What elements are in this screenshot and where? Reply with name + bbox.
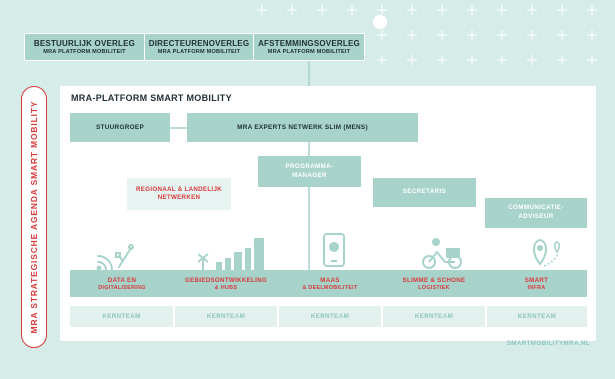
experts-netwerk-label: MRA EXPERTS NETWERK SLIM (MENS) bbox=[237, 124, 368, 131]
directeurenoverleg-subtitle: MRA PLATFORM MOBILITEIT bbox=[157, 49, 241, 55]
netwerken-label-line1: REGIONAAL & LANDELIJK bbox=[136, 185, 222, 193]
theme-maas: MAAS & DEELMOBILITEIT bbox=[278, 270, 382, 297]
theme-maas-line2: & DEELMOBILITEIT bbox=[302, 284, 358, 291]
secretaris-label: SECRETARIS bbox=[402, 188, 447, 196]
plus-decoration bbox=[257, 5, 267, 15]
theme-smart-infra: SMART INFRA bbox=[486, 270, 587, 297]
wifi-icon bbox=[96, 244, 134, 270]
plus-decoration bbox=[407, 5, 417, 15]
platform-title: MRA-PLATFORM SMART MOBILITY bbox=[71, 93, 232, 103]
decorative-dot bbox=[373, 15, 387, 29]
afstemmingsoverleg-title: AFSTEMMINGSOVERLEG bbox=[258, 39, 360, 48]
plus-decoration bbox=[437, 5, 447, 15]
theme-maas-line1: MAAS bbox=[320, 276, 340, 284]
theme-logistiek-line2: LOGISTIEK bbox=[418, 284, 450, 291]
theme-data-digitalisering: DATA EN DIGITALISERING bbox=[70, 270, 174, 297]
stuurgroep-box: STUURGROEP bbox=[70, 113, 170, 142]
plus-decoration bbox=[587, 5, 597, 15]
plus-decoration bbox=[347, 5, 357, 15]
kernteam-cell: KERNTEAM bbox=[487, 306, 587, 327]
phone-icon bbox=[323, 233, 345, 267]
kernteam-cell: KERNTEAM bbox=[279, 306, 381, 327]
theme-gebiedsontwikkeling: GEBIEDSONTWIKKELING & HUBS bbox=[174, 270, 278, 297]
plus-decoration bbox=[467, 5, 477, 15]
plus-decoration bbox=[497, 5, 507, 15]
plus-decoration bbox=[407, 30, 417, 40]
plus-decoration bbox=[287, 5, 297, 15]
theme-infra-line2: INFRA bbox=[527, 284, 546, 291]
theme-infra-line1: SMART bbox=[524, 276, 549, 284]
location-pin-icon bbox=[533, 238, 561, 267]
kernteam-cell: KERNTEAM bbox=[70, 306, 173, 327]
experts-netwerk-box: MRA EXPERTS NETWERK SLIM (MENS) bbox=[187, 113, 418, 142]
plus-decoration bbox=[527, 30, 537, 40]
directeurenoverleg-title: DIRECTEURENOVERLEG bbox=[148, 39, 250, 48]
plus-decoration bbox=[587, 30, 597, 40]
programmamanager-box: PROGRAMMA- MANAGER bbox=[258, 156, 361, 187]
plus-decoration bbox=[407, 55, 417, 65]
side-label-pill bbox=[21, 86, 47, 348]
afstemmingsoverleg-subtitle: MRA PLATFORM MOBILITEIT bbox=[267, 49, 351, 55]
theme-gebied-line2: & HUBS bbox=[214, 284, 238, 291]
bestuurlijk-overleg-box: BESTUURLIJK OVERLEG MRA PLATFORM MOBILIT… bbox=[24, 33, 145, 61]
netwerken-label-line2: NETWERKEN bbox=[157, 194, 201, 201]
bestuurlijk-overleg-subtitle: MRA PLATFORM MOBILITEIT bbox=[43, 49, 126, 55]
plus-decoration bbox=[377, 5, 387, 15]
plus-decoration bbox=[437, 30, 447, 40]
kernteam-label: KERNTEAM bbox=[206, 313, 246, 320]
theme-data-line2: DIGITALISERING bbox=[98, 284, 146, 291]
plus-decoration bbox=[377, 55, 387, 65]
footer-url[interactable]: SMARTMOBILITYMRA.NL bbox=[506, 340, 590, 347]
plus-decoration bbox=[557, 5, 567, 15]
theme-logistiek-line1: SLIMME & SCHONE bbox=[402, 276, 466, 284]
theme-logistiek: SLIMME & SCHONE LOGISTIEK bbox=[382, 270, 486, 297]
plus-decoration bbox=[587, 55, 597, 65]
afstemmingsoverleg-box: AFSTEMMINGSOVERLEG MRA PLATFORM MOBILITE… bbox=[253, 33, 365, 61]
plus-decoration bbox=[557, 55, 567, 65]
programmamanager-label-line2: MANAGER bbox=[292, 171, 327, 179]
plus-decoration bbox=[467, 30, 477, 40]
plus-decoration bbox=[497, 55, 507, 65]
kernteam-cell: KERNTEAM bbox=[175, 306, 277, 327]
theme-data-line1: DATA EN bbox=[107, 276, 137, 284]
plus-decoration bbox=[437, 55, 447, 65]
themes-bar bbox=[70, 270, 587, 297]
bestuurlijk-overleg-title: BESTUURLIJK OVERLEG bbox=[33, 39, 136, 48]
cargo-bike-icon bbox=[422, 238, 462, 269]
plus-decoration bbox=[377, 30, 387, 40]
plus-decoration bbox=[317, 5, 327, 15]
communicatie-label-line1: COMMUNICATIE- bbox=[508, 204, 564, 212]
secretaris-box: SECRETARIS bbox=[373, 178, 476, 207]
netwerken-box: REGIONAAL & LANDELIJK NETWERKEN bbox=[127, 178, 231, 210]
plus-decoration bbox=[497, 30, 507, 40]
kernteam-label: KERNTEAM bbox=[102, 313, 141, 320]
directeurenoverleg-box: DIRECTEURENOVERLEG MRA PLATFORM MOBILITE… bbox=[144, 33, 254, 61]
plus-decoration bbox=[467, 55, 477, 65]
plus-decoration bbox=[527, 5, 537, 15]
programmamanager-label-line1: PROGRAMMA- bbox=[285, 162, 334, 170]
plus-decoration bbox=[527, 55, 537, 65]
city-icon bbox=[198, 238, 264, 270]
kernteam-label: KERNTEAM bbox=[310, 313, 350, 320]
communicatie-adviseur-box: COMMUNICATIE- ADVISEUR bbox=[485, 198, 587, 228]
kernteam-cell: KERNTEAM bbox=[383, 306, 485, 327]
kernteam-label: KERNTEAM bbox=[517, 313, 557, 320]
communicatie-label-line2: ADVISEUR bbox=[518, 213, 554, 220]
plus-decoration bbox=[557, 30, 567, 40]
theme-gebied-line1: GEBIEDSONTWIKKELING bbox=[184, 276, 267, 284]
kernteam-label: KERNTEAM bbox=[414, 313, 454, 320]
stuurgroep-label: STUURGROEP bbox=[95, 124, 145, 131]
